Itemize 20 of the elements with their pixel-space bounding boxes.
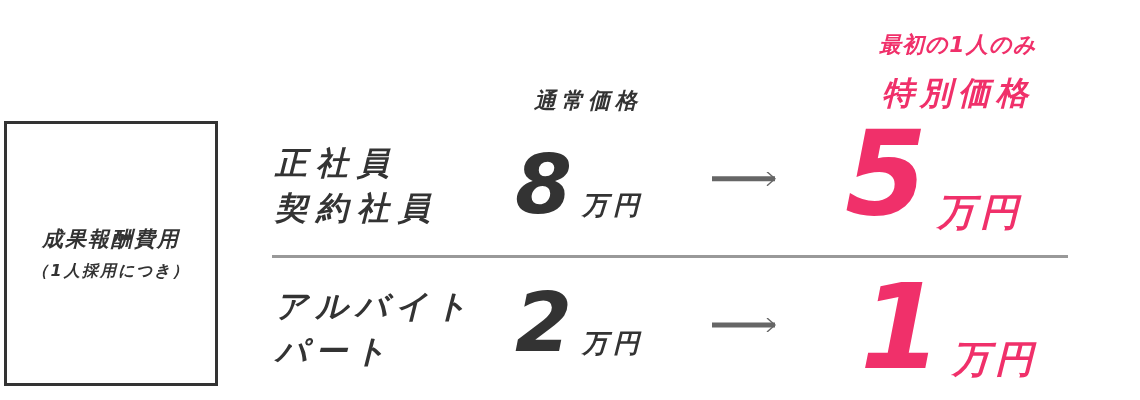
label-text: 最初の1人のみ [879, 31, 1037, 59]
label-text: 特別価格 [882, 73, 1034, 114]
arrow [712, 317, 776, 333]
price-unit: 万円 [582, 330, 645, 356]
arrow [712, 171, 776, 187]
label-text: 契約社員 [275, 188, 439, 229]
price-unit: 万円 [582, 192, 645, 218]
price-number: 1 [860, 268, 943, 386]
info-box [4, 121, 218, 386]
label-text: アルバイト [275, 286, 475, 327]
label-text: パート [275, 331, 394, 372]
price-number: 5 [845, 113, 928, 232]
box-heading: 成果報酬費用 [42, 226, 180, 253]
price-unit: 万円 [952, 340, 1039, 378]
label-text: 正社員 [275, 143, 398, 184]
price-number: 8 [515, 144, 573, 226]
label-text: 通常価格 [534, 87, 642, 115]
price-unit: 万円 [937, 193, 1024, 231]
price-number: 2 [515, 282, 573, 364]
box-note: （1人採用につき） [32, 261, 190, 282]
